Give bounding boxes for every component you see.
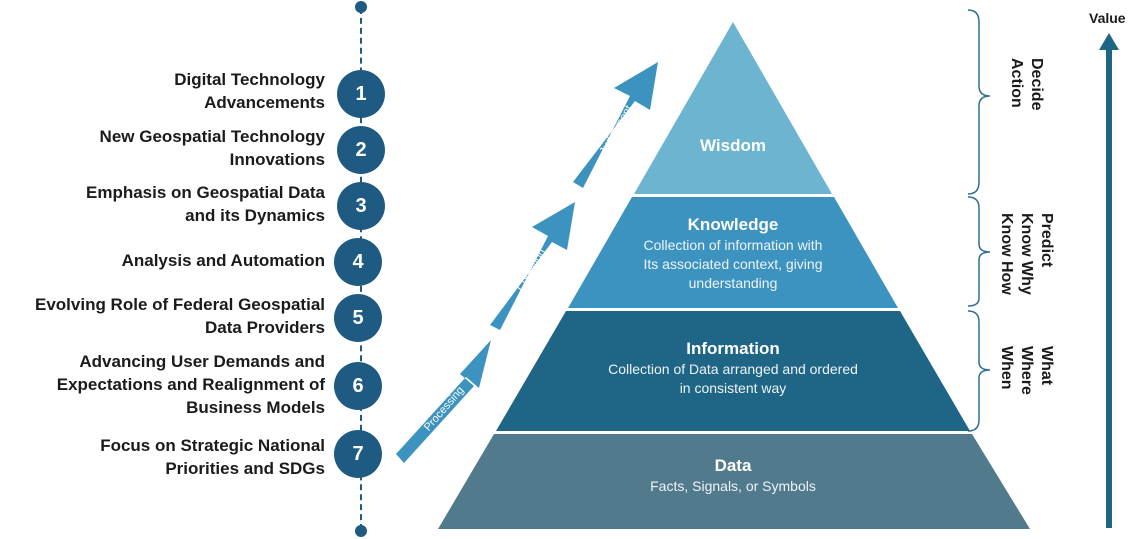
driver-label-3: Emphasis on Geospatial Data and its Dyna… [85,183,325,225]
bracket-label-predict: Predict Know Why Know How [998,213,1055,295]
data-description: Facts, Signals, or Symbols [650,478,816,494]
driver-number-3: 3 [337,182,385,230]
driver-label-2: New Geospatial Technology Innovations [99,127,325,169]
pyramid-layer-wisdom [634,22,832,194]
knowledge-label-group: Knowledge Collection of information with… [580,214,886,293]
timeline-bottom-dot [355,525,367,537]
value-axis-head [1099,33,1119,50]
pyramid-layer-information [496,311,970,431]
driver-label-7: Focus on Strategic National Priorities a… [100,436,325,478]
processing-arrow [396,340,491,463]
data-title: Data [714,456,752,475]
driver-label-6: Advancing User Demands and Expectations … [56,352,325,417]
cognition-arrow [490,202,575,330]
driver-number-7: 7 [334,430,382,478]
driver-number-4: 4 [334,238,382,286]
driver-label-5: Evolving Role of Federal Geospatial Data… [34,295,325,337]
driver-number-2: 2 [337,126,385,174]
wisdom-title: Wisdom [700,136,766,155]
value-axis-label: Value [1089,10,1126,26]
bracket-decide [967,9,991,195]
timeline-top-dot [355,1,367,13]
driver-label-1: Digital Technology Advancements [174,70,325,112]
bracket-predict [967,196,991,307]
driver-number-6: 6 [334,362,382,410]
judgement-arrow [573,62,658,188]
pyramid-layer-knowledge [568,197,898,308]
data-label-group: Data Facts, Signals, or Symbols [560,455,906,496]
information-description: Collection of Data arranged and ordered … [608,361,858,396]
knowledge-description: Collection of information with Its assoc… [643,237,823,291]
bracket-what [967,310,991,432]
driver-number-5: 5 [334,294,382,342]
information-label-group: Information Collection of Data arranged … [560,338,906,398]
pyramid-layer-data [438,434,1030,529]
bracket-label-what: What Where When [998,346,1055,395]
information-title: Information [686,339,780,358]
driver-number-1: 1 [337,70,385,118]
wisdom-label-group: Wisdom [634,135,832,157]
bracket-label-decide: Decide Action [1008,58,1045,111]
value-axis-shaft [1106,50,1112,528]
driver-label-4: Analysis and Automation [121,251,325,270]
knowledge-title: Knowledge [687,215,779,234]
